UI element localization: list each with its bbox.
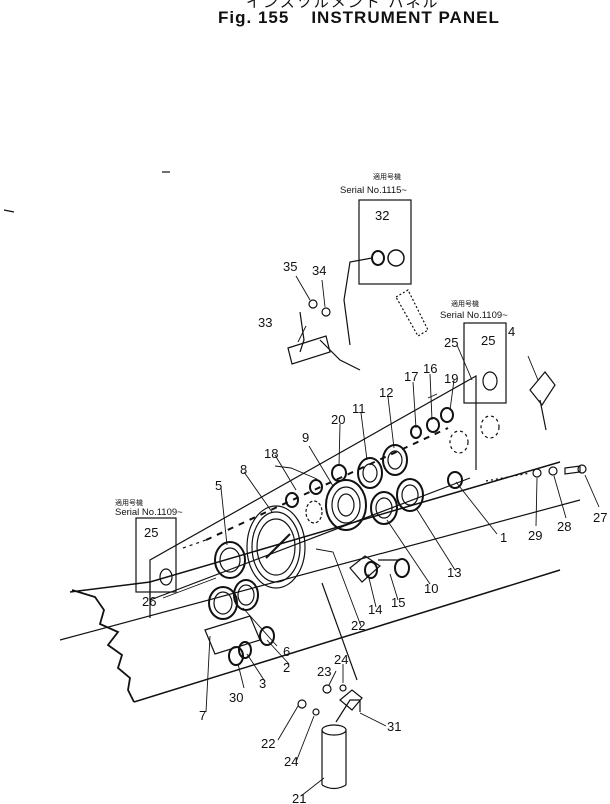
gauge-10 <box>370 491 398 525</box>
serial-box-1109-left-serial: Serial No.1109~ <box>115 507 183 518</box>
lamp-16 <box>426 417 440 433</box>
callout-1: 1 <box>500 530 507 545</box>
callout-11: 11 <box>352 401 366 416</box>
callout-8: 8 <box>240 462 247 477</box>
gauge-13 <box>396 478 424 512</box>
serial-box-1109-left: 適用号機 Serial No.1109~ 25 <box>115 498 183 593</box>
lamp-dashed <box>305 500 323 524</box>
callout-24-lower: 24 <box>284 754 298 769</box>
callout-22-upper: 22 <box>351 618 365 633</box>
serial-box-1109-right-jp: 適用号機 <box>451 299 479 308</box>
callout-30: 30 <box>229 690 243 705</box>
callout-25-center: 25 <box>444 335 458 350</box>
washer-24b <box>312 708 320 716</box>
callout-3: 3 <box>259 676 266 691</box>
callout-5: 5 <box>215 478 222 493</box>
lamp-19 <box>440 407 454 423</box>
callout-32: 32 <box>375 208 389 223</box>
horn-relay-21 <box>321 699 361 790</box>
callout-25-left: 25 <box>144 525 158 540</box>
washer-28 <box>548 466 558 476</box>
stray-mark <box>3 209 15 213</box>
figure-title-japanese: インスツルメント パネル <box>246 0 440 11</box>
callout-24-upper: 24 <box>334 652 348 667</box>
bolt-22 <box>297 699 307 709</box>
callout-2: 2 <box>283 660 290 675</box>
lamp-32-assembly <box>343 249 405 346</box>
callout-4: 4 <box>508 324 515 339</box>
switch-14-15 <box>349 555 410 583</box>
callout-25-right: 25 <box>481 333 495 348</box>
serial-box-1109-left-jp: 適用号機 <box>115 498 143 507</box>
washer-35 <box>308 299 318 309</box>
switch-bracket-lower <box>204 615 275 666</box>
callout-31: 31 <box>387 719 401 734</box>
callout-10: 10 <box>424 581 438 596</box>
callout-12: 12 <box>379 385 393 400</box>
callout-17: 17 <box>404 369 418 384</box>
figure-title: Fig. 155 INSTRUMENT PANEL <box>218 8 500 28</box>
serial-box-1115-jp: 適用号機 <box>373 172 401 181</box>
gauge-6b <box>233 579 259 611</box>
callout-35: 35 <box>283 259 297 274</box>
bolt-27 <box>564 464 587 475</box>
callout-labels: 1 2 3 4 5 6 7 8 9 10 11 12 13 14 15 16 1… <box>142 259 607 804</box>
callout-6: 6 <box>283 644 290 659</box>
callout-29: 29 <box>528 528 542 543</box>
callout-9: 9 <box>302 430 309 445</box>
callout-22-lower: 22 <box>261 736 275 751</box>
serial-box-1115-serial: Serial No.1115~ <box>340 185 407 196</box>
screw-34 <box>321 307 331 317</box>
speedometer-gauge <box>246 505 306 589</box>
tachometer-gauge <box>325 479 367 531</box>
gauge-12 <box>382 444 408 476</box>
harness-band <box>395 289 429 337</box>
nut-23 <box>322 684 332 694</box>
gauge-11 <box>357 457 383 489</box>
serial-box-1115: 適用号機 Serial No.1115~ 32 <box>340 172 412 285</box>
cutout-dashed <box>449 415 500 454</box>
callout-27: 27 <box>593 510 607 525</box>
figure-number: Fig. 155 <box>218 8 290 27</box>
lamp-18b <box>309 479 323 495</box>
switch-1 <box>447 471 463 489</box>
callout-7: 7 <box>199 708 206 723</box>
callout-20: 20 <box>331 412 345 427</box>
serial-box-1109-right-serial: Serial No.1109~ <box>440 310 508 321</box>
figure-title-text: INSTRUMENT PANEL <box>311 8 500 27</box>
callout-13: 13 <box>447 565 461 580</box>
gauge-6a <box>208 586 238 620</box>
callout-19: 19 <box>444 371 458 386</box>
callout-14: 14 <box>368 602 382 617</box>
callout-18: 18 <box>264 446 278 461</box>
leader-lines <box>162 275 600 797</box>
bracket-33 <box>287 311 361 371</box>
washer-29 <box>532 468 542 478</box>
callout-15: 15 <box>391 595 405 610</box>
callout-16: 16 <box>423 361 437 376</box>
gauge-5 <box>214 541 246 579</box>
lamp-18a <box>285 492 299 508</box>
serial-box-1109-right: 適用号機 Serial No.1109~ 25 <box>440 299 508 404</box>
callout-33: 33 <box>258 315 272 330</box>
callout-34: 34 <box>312 263 326 278</box>
dashboard-body <box>59 374 581 703</box>
washer-24 <box>339 684 347 692</box>
callout-21: 21 <box>292 791 306 804</box>
callout-23: 23 <box>317 664 331 679</box>
callout-28: 28 <box>557 519 571 534</box>
switch-4 <box>529 371 556 431</box>
callout-26: 26 <box>142 594 156 609</box>
bracket-31 <box>321 582 363 711</box>
